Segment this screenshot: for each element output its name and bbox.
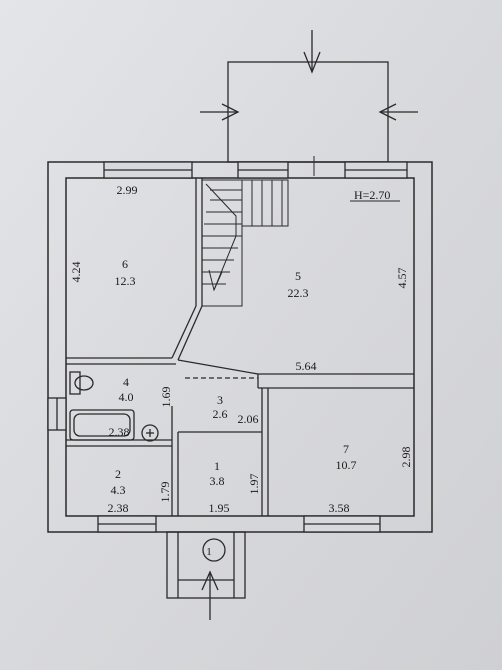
dim-2-98: 2.98 [399, 447, 413, 468]
room-6-area: 12.3 [115, 274, 136, 288]
room-7-area: 10.7 [336, 458, 357, 472]
dim-4-24: 4.24 [69, 262, 83, 283]
dim-2-38-bath: 2.38 [109, 425, 130, 439]
dim-1-69: 1.69 [159, 387, 173, 408]
room-7-number: 7 [343, 442, 349, 456]
dim-5-64: 5.64 [296, 359, 317, 373]
room-5-number: 5 [295, 269, 301, 283]
room-4-area: 4.0 [119, 390, 134, 404]
room-3-number: 3 [217, 393, 223, 407]
room-5-area: 22.3 [288, 286, 309, 300]
room-1-number: 1 [214, 459, 220, 473]
plan-labels: H=2.70 1 6 12.3 5 22.3 4 4.0 3 2.6 2 4.3… [69, 183, 413, 558]
ceiling-height-label: H=2.70 [354, 188, 390, 202]
staircase [201, 179, 289, 307]
dim-3-58: 3.58 [329, 501, 350, 515]
room-3-area: 2.6 [213, 407, 228, 421]
axis-marker-circle [202, 538, 226, 562]
dim-2-38-bottom: 2.38 [108, 501, 129, 515]
dim-2-99: 2.99 [117, 183, 138, 197]
axis-marker-label: 1 [206, 546, 212, 558]
bathtub-fixture [69, 409, 135, 441]
room-1-area: 3.8 [210, 474, 225, 488]
room-6-number: 6 [122, 257, 128, 271]
windows [47, 161, 408, 533]
dim-4-57: 4.57 [395, 268, 409, 289]
dim-1-97: 1.97 [247, 474, 261, 495]
room-4-number: 4 [123, 375, 129, 389]
room-2-area: 4.3 [111, 483, 126, 497]
dim-1-79: 1.79 [158, 482, 172, 503]
entrance-steps [166, 531, 246, 620]
boiler-symbol [141, 424, 159, 442]
room-2-number: 2 [115, 467, 121, 481]
dim-1-95: 1.95 [209, 501, 230, 515]
toilet-fixture [69, 371, 94, 395]
dim-2-06: 2.06 [238, 412, 259, 426]
